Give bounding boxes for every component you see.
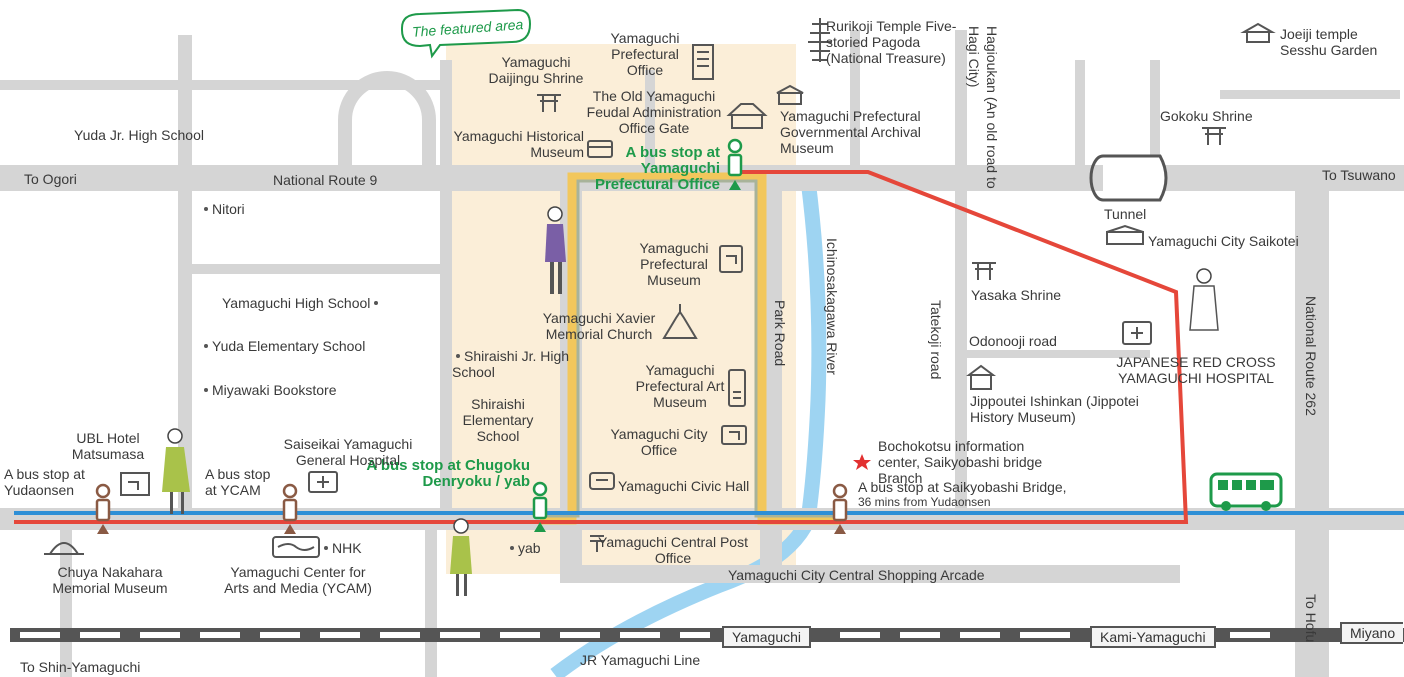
- place-yuda-jr[interactable]: Yuda Jr. High School: [74, 127, 204, 143]
- pagoda-icon: [808, 18, 832, 62]
- bus-stop-pref-office[interactable]: [727, 138, 743, 190]
- place-yuda-elem[interactable]: Yuda Elementary School: [200, 338, 365, 354]
- odonooji-road-label: Odonooji road: [969, 333, 1057, 349]
- station-kami-yamaguchi[interactable]: Kami-Yamaguchi: [1090, 626, 1216, 648]
- jr-line-label: JR Yamaguchi Line: [580, 652, 701, 668]
- archive-icon: [776, 84, 804, 105]
- bus-route-red: [14, 170, 1189, 524]
- place-pref-office[interactable]: Yamaguchi Prefectural Office: [610, 30, 680, 78]
- tunnel-label: Tunnel: [1104, 206, 1147, 222]
- saikotei-icon: [1106, 224, 1144, 245]
- bus-stop-saikyobashi-note: 36 mins from Yudaonsen: [858, 495, 991, 509]
- place-jippotei[interactable]: Jippoutei Ishinkan (Jippotei History Mus…: [970, 393, 1139, 425]
- gate-icon: [726, 103, 768, 129]
- bus-stop-ycam[interactable]: [282, 483, 298, 534]
- place-historical[interactable]: Yamaguchi Historical Museum: [453, 128, 584, 160]
- torii-icon-daijingu: [537, 94, 561, 112]
- hospital-icon-saiseikai: [308, 471, 338, 493]
- place-red-cross[interactable]: JAPANESE RED CROSS YAMAGUCHI HOSPITAL: [1116, 354, 1276, 386]
- art-museum-icon: [728, 369, 746, 407]
- place-post-office[interactable]: Yamaguchi Central Post Office: [598, 534, 748, 566]
- place-old-gate[interactable]: The Old Yamaguchi Feudal Administration …: [586, 88, 722, 136]
- tunnel-icon: [1089, 154, 1168, 202]
- place-saikotei[interactable]: Yamaguchi City Saikotei: [1148, 233, 1299, 249]
- place-ycam[interactable]: Yamaguchi Center for Arts and Media (YCA…: [224, 564, 372, 596]
- place-gokoku[interactable]: Gokoku Shrine: [1160, 108, 1253, 124]
- place-pref-museum[interactable]: Yamaguchi Prefectural Museum: [639, 240, 709, 288]
- chuya-museum-icon: [44, 542, 84, 555]
- place-rurikoji[interactable]: Rurikoji Temple Five-storied Pagoda (Nat…: [826, 18, 957, 66]
- station-yamaguchi[interactable]: Yamaguchi: [722, 626, 812, 648]
- bus-stop-yudaonsen-label: A bus stop at Yudaonsen: [4, 466, 85, 498]
- place-city-office[interactable]: Yamaguchi City Office: [610, 426, 708, 458]
- place-miyawaki[interactable]: Miyawaki Bookstore: [200, 382, 337, 398]
- place-civic-hall[interactable]: Yamaguchi Civic Hall: [618, 478, 750, 494]
- temple-icon-joeiji: [1240, 22, 1276, 43]
- place-xavier[interactable]: Yamaguchi Xavier Memorial Church: [542, 310, 656, 342]
- place-art-museum[interactable]: Yamaguchi Prefectural Art Museum: [635, 362, 725, 410]
- place-joeiji[interactable]: Joeiji temple Sesshu Garden: [1280, 26, 1378, 58]
- to-ogori-label: To Ogori: [24, 171, 77, 187]
- museum-icon-historical: [587, 140, 613, 158]
- place-daijingu[interactable]: Yamaguchi Daijingu Shrine: [488, 54, 584, 86]
- hagioukan-label: Hagioukan (An old road to Hagi City): [966, 26, 1000, 189]
- place-chuya[interactable]: Chuya Nakahara Memorial Museum: [52, 564, 168, 596]
- civic-hall-icon: [589, 472, 615, 490]
- place-shiraishi-elem[interactable]: Shiraishi Elementary School: [462, 396, 534, 444]
- station-miyano[interactable]: Miyano: [1340, 622, 1404, 644]
- bus-stop-chugoku[interactable]: [532, 481, 548, 532]
- ycam-icon: [272, 536, 320, 558]
- to-hofu-label: To Hofu: [1303, 594, 1319, 643]
- jippotei-icon: [966, 364, 996, 390]
- place-ubl[interactable]: UBL Hotel Matsumasa: [71, 430, 145, 462]
- featured-area: [446, 44, 796, 574]
- museum-icon-pref: [719, 245, 743, 273]
- building-icon-pref-office: [692, 44, 714, 80]
- railway-dashes: [20, 632, 1270, 638]
- bus-stop-yudaonsen[interactable]: [95, 483, 111, 534]
- torii-icon-yasaka: [972, 262, 996, 280]
- place-high-school[interactable]: Yamaguchi High School: [222, 295, 382, 311]
- bus-icon: [1209, 472, 1283, 511]
- loop-road: [338, 71, 436, 165]
- bochokotsu-star-icon: [853, 454, 871, 470]
- city-office-icon: [721, 425, 747, 445]
- national-route-262-label: National Route 262: [1303, 296, 1319, 416]
- church-icon: [662, 304, 698, 339]
- post-office-icon: [590, 535, 604, 552]
- hotel-icon: [120, 472, 150, 496]
- place-archival[interactable]: Yamaguchi Prefectural Governmental Archi…: [780, 108, 921, 156]
- national-route-9-label: National Route 9: [273, 172, 378, 188]
- place-shiraishi-jr[interactable]: Shiraishi Jr. High School: [452, 348, 570, 380]
- to-tsuwano-label: To Tsuwano: [1322, 167, 1396, 183]
- place-saiseikai[interactable]: Saiseikai Yamaguchi General Hospital: [283, 436, 413, 468]
- to-shin-yamaguchi-label: To Shin-Yamaguchi: [20, 659, 141, 675]
- person-icon: [162, 206, 1219, 596]
- place-yab[interactable]: yab: [506, 540, 541, 556]
- place-bochokotsu[interactable]: Bochokotsu information center, Saikyobas…: [878, 438, 1043, 486]
- place-yasaka[interactable]: Yasaka Shrine: [971, 287, 1062, 303]
- bus-stop-saikyobashi[interactable]: [832, 483, 848, 534]
- hospital-icon-redcross: [1122, 321, 1152, 345]
- walk-route-gray: [540, 179, 840, 518]
- park-road-label: Park Road: [772, 300, 788, 367]
- bus-stop-chugoku-label: A bus stop at Chugoku Denryoku / yab: [366, 457, 530, 490]
- place-nitori[interactable]: Nitori: [200, 201, 245, 217]
- shopping-arcade-label: Yamaguchi City Central Shopping Arcade: [728, 567, 985, 583]
- place-nhk[interactable]: NHK: [320, 540, 362, 556]
- featured-bubble: [401, 8, 532, 59]
- river-label: Ichinosakagawa River: [824, 238, 840, 375]
- torii-icon-gokoku: [1202, 127, 1226, 145]
- bus-stop-ycam-label: A bus stop at YCAM: [205, 466, 271, 498]
- bus-stop-pref-office-label: A bus stop at Yamaguchi Prefectural Offi…: [594, 144, 720, 193]
- tatekoji-road-label: Tatekoji road: [928, 300, 944, 380]
- bus-stop-saikyobashi-label: A bus stop at Saikyobashi Bridge,: [858, 479, 1067, 495]
